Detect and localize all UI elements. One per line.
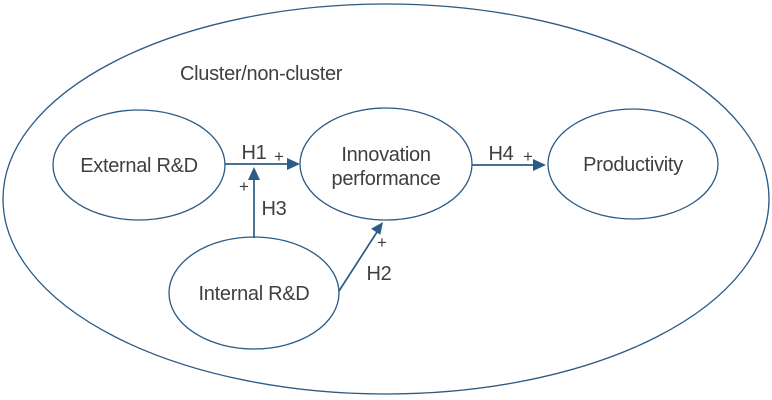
h1-plus-sign: + bbox=[274, 147, 284, 166]
internal-rd-label: Internal R&D bbox=[199, 283, 310, 305]
h3-arrowhead-icon bbox=[248, 167, 260, 180]
h1-label: H1 bbox=[242, 142, 267, 164]
productivity-node bbox=[547, 108, 719, 220]
innovation-performance-label-line1: Innovation bbox=[341, 144, 430, 166]
external-rd-node bbox=[52, 109, 226, 221]
productivity-label: Productivity bbox=[583, 154, 683, 176]
h2-label: H2 bbox=[367, 263, 392, 285]
cluster-boundary-ellipse bbox=[2, 3, 770, 395]
h3-plus-sign: + bbox=[239, 177, 249, 196]
h1-arrowhead-icon bbox=[287, 158, 300, 170]
cluster-label: Cluster/non-cluster bbox=[180, 63, 343, 85]
h2-arrowhead-icon bbox=[371, 222, 383, 235]
h2-plus-sign: + bbox=[377, 233, 387, 252]
h4-arrowhead-icon bbox=[533, 159, 546, 171]
h4-plus-sign: + bbox=[523, 147, 533, 166]
h3-label: H3 bbox=[262, 198, 287, 220]
h4-label: H4 bbox=[489, 143, 514, 165]
external-rd-label: External R&D bbox=[80, 155, 198, 177]
innovation-performance-label-line2: performance bbox=[332, 168, 441, 190]
h2-arrow-line bbox=[338, 231, 378, 292]
